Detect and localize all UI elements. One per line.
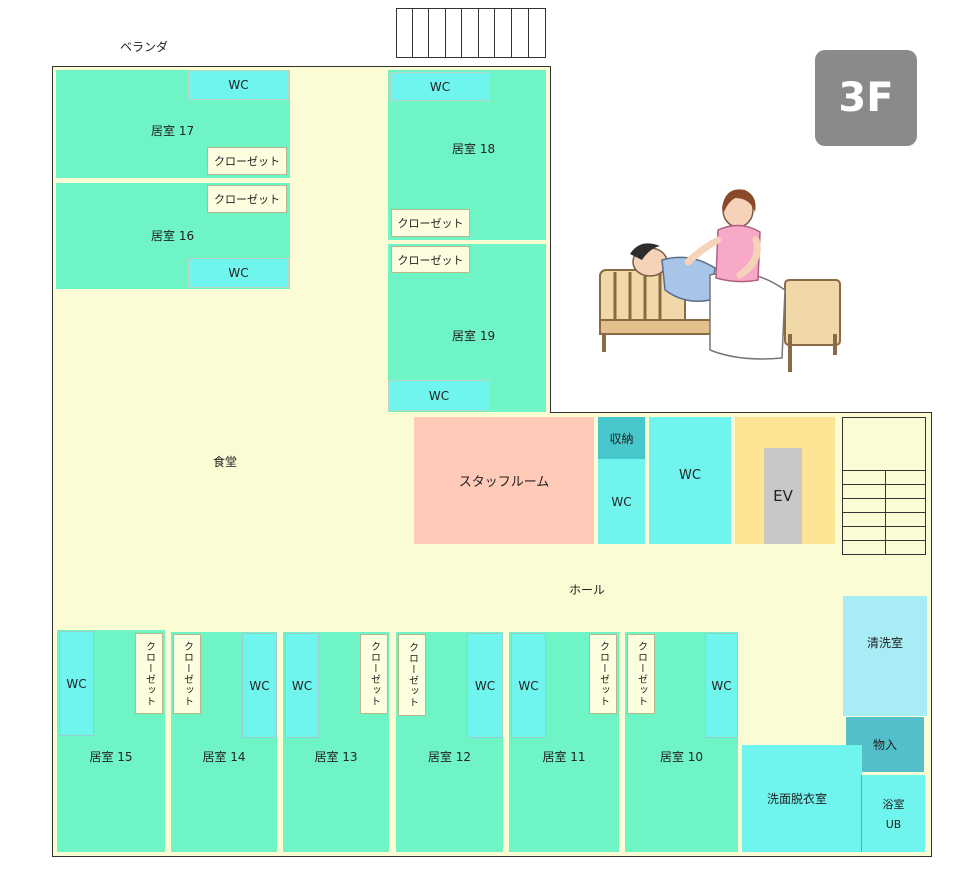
veranda-grid	[396, 8, 546, 58]
stairs	[842, 417, 926, 555]
closet-room-18: クローゼット	[391, 209, 470, 237]
wc-room-13: WC	[285, 633, 319, 738]
floor-step-line	[550, 412, 932, 413]
veranda-label: ベランダ	[120, 40, 169, 54]
closet-room-11: クローゼット	[589, 634, 617, 714]
hall-label: ホール	[569, 583, 606, 597]
dining-label: 食堂	[213, 455, 238, 469]
closet-room-12: クローゼット	[398, 634, 426, 716]
wc-hall-small: WC	[598, 459, 645, 544]
staff-room: スタッフルーム	[414, 417, 594, 544]
wc-hall-large: WC	[649, 417, 731, 544]
wc-room-18: WC	[390, 72, 490, 101]
dressing-room: 洗面脱衣室	[742, 745, 862, 852]
wc-room-15: WC	[59, 631, 94, 736]
wc-room-12: WC	[467, 633, 503, 738]
storage-room: 収納	[598, 417, 645, 459]
closet-room-14: クローゼット	[173, 634, 201, 714]
closet-room-10: クローゼット	[627, 634, 655, 714]
closet-room-16: クローゼット	[207, 185, 287, 213]
wc-room-17: WC	[188, 70, 289, 100]
bath-room: 浴室 UB	[861, 775, 925, 852]
closet-room-19: クローゼット	[391, 246, 470, 273]
wc-room-16: WC	[188, 258, 289, 288]
wc-room-11: WC	[511, 633, 546, 738]
wc-room-10: WC	[705, 633, 738, 738]
caregiver-illustration	[599, 189, 841, 372]
closet-room-13: クローゼット	[360, 634, 388, 714]
closet-room-17: クローゼット	[207, 147, 287, 175]
elevator-car: EV	[764, 448, 802, 544]
wc-room-14: WC	[242, 633, 277, 738]
closet-room-15: クローゼット	[135, 633, 163, 714]
cleaning-room: 清洗室	[843, 596, 927, 716]
wc-room-19: WC	[388, 380, 490, 411]
floor-badge: 3F	[815, 50, 917, 146]
